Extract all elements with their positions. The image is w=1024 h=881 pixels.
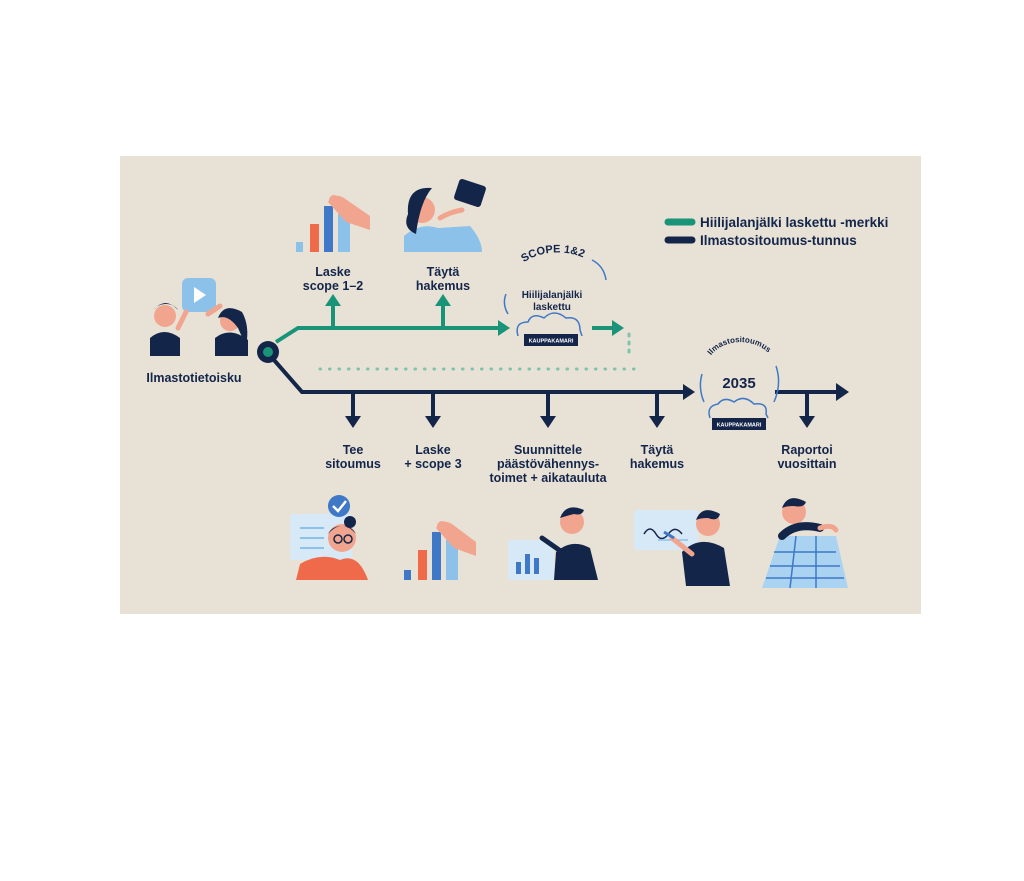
navy-step-4-line-1: Täytä xyxy=(641,443,674,457)
navy-step-3-line-1: Suunnittele xyxy=(514,443,582,457)
climate-commitment-badge: Ilmastositoumus 2035 KAUPPAKAMARI xyxy=(699,335,780,430)
navy-step-5-line-2: vuosittain xyxy=(777,457,836,471)
bar-chart-hand-icon xyxy=(404,521,476,580)
person-signing-icon xyxy=(634,510,730,586)
legend-navy-label: Ilmastositoumus-tunnus xyxy=(700,233,857,248)
person-pointing-chart-icon xyxy=(508,507,598,580)
green-badge-line-1: Hiilijalanjälki xyxy=(522,290,583,301)
navy-step-4-line-2: hakemus xyxy=(630,457,684,471)
bar-chart-hand-icon xyxy=(296,195,370,252)
start-label: Ilmastotietoisku xyxy=(146,371,241,385)
green-step-2-line-1: Täytä xyxy=(427,265,460,279)
green-step-1-line-1: Laske xyxy=(315,265,350,279)
navy-step-1-line-1: Tee xyxy=(343,443,364,457)
person-calendar-icon xyxy=(762,498,848,589)
legend: Hiilijalanjälki laskettu -merkki Ilmasto… xyxy=(664,215,888,248)
start-node-core xyxy=(263,347,273,357)
roadmap-diagram: Hiilijalanjälki laskettu -merkki Ilmasto… xyxy=(146,178,888,589)
navy-step-1-line-2: sitoumus xyxy=(325,457,381,471)
navy-badge-arc-text: Ilmastositoumus xyxy=(706,335,774,357)
navy-step-2-line-1: Laske xyxy=(415,443,450,457)
video-play-icon xyxy=(150,278,248,356)
green-step-2-line-2: hakemus xyxy=(416,279,470,293)
green-track xyxy=(274,294,631,354)
green-badge-line-2: laskettu xyxy=(533,302,571,313)
green-step-1-line-2: scope 1–2 xyxy=(303,279,364,293)
person-laptop-icon xyxy=(404,178,486,252)
navy-step-3-line-3: toimet + aikatauluta xyxy=(489,471,607,485)
checklist-person-icon xyxy=(290,495,368,580)
navy-badge-year: 2035 xyxy=(722,375,755,392)
infographic-panel: Hiilijalanjälki laskettu -merkki Ilmasto… xyxy=(120,156,921,614)
green-badge-arc-text: SCOPE 1&2 xyxy=(519,243,586,264)
green-badge-org: KAUPPAKAMARI xyxy=(529,339,574,345)
carbon-footprint-badge: SCOPE 1&2 Hiilijalanjälki laskettu KAUPP… xyxy=(503,243,607,346)
navy-step-5-line-1: Raportoi xyxy=(781,443,832,457)
navy-step-3-line-2: päästövähennys- xyxy=(497,457,599,471)
legend-green-label: Hiilijalanjälki laskettu -merkki xyxy=(700,215,888,230)
navy-track xyxy=(272,358,849,428)
navy-step-2-line-2: + scope 3 xyxy=(404,457,461,471)
navy-badge-org: KAUPPAKAMARI xyxy=(717,423,762,429)
